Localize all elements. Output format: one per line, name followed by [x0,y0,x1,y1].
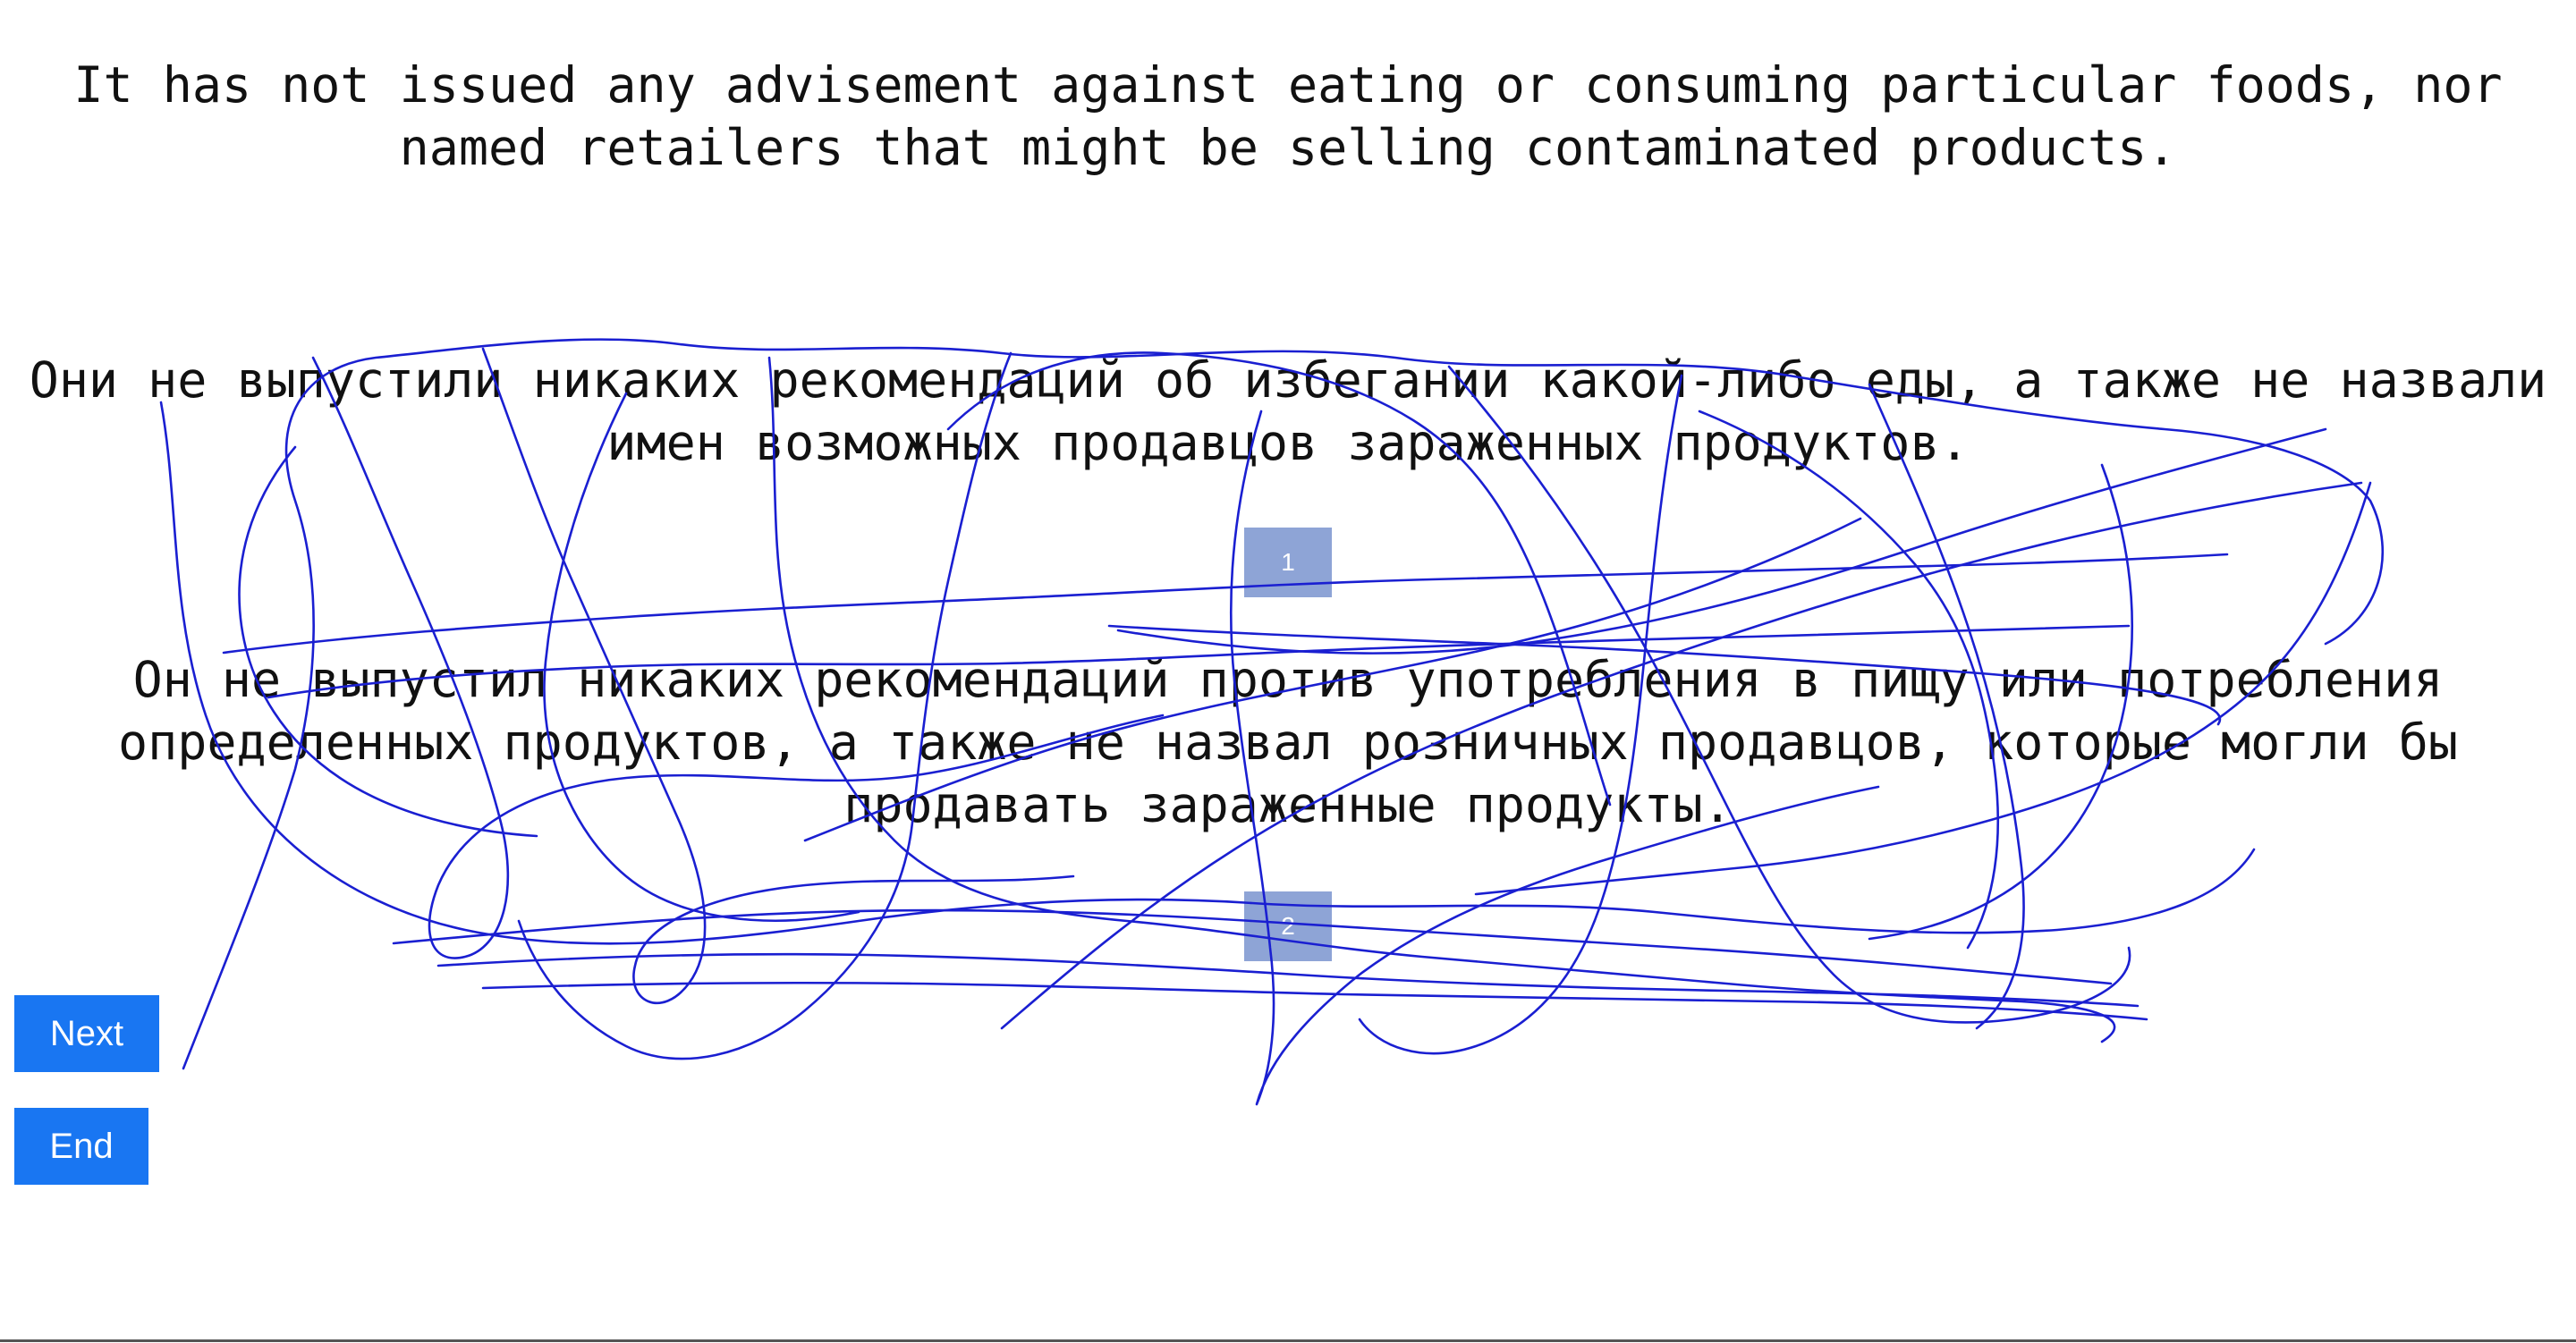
scribble-stroke [222,553,2229,655]
translation-2: Он не выпустил никаких рекомендаций прот… [118,651,2488,833]
end-button[interactable]: End [14,1108,148,1185]
scribble-stroke [481,981,2148,1021]
source-sentence: It has not issued any advisement against… [73,56,2532,176]
scribble-stroke [436,952,2140,1008]
next-button[interactable]: Next [14,995,159,1072]
translation-1: Они не выпустили никаких рекомендаций об… [29,351,2576,471]
rank-badge-1[interactable]: 1 [1244,528,1332,597]
rank-badge-2[interactable]: 2 [1244,891,1332,961]
bottom-divider [0,1339,2576,1342]
